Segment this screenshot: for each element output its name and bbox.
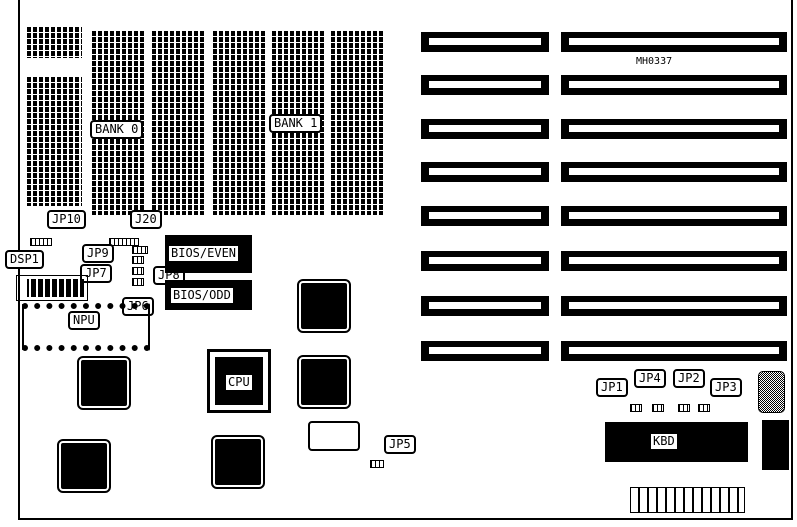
chip	[211, 435, 265, 489]
jumper-jp5[interactable]	[370, 460, 384, 468]
jumper-jp1[interactable]	[630, 404, 642, 412]
jp10-label: JP10	[47, 210, 86, 229]
cache-memory	[27, 76, 82, 206]
j20-label: J20	[130, 210, 162, 229]
dsp1-label: DSP1	[5, 250, 44, 269]
expansion-slot[interactable]	[561, 296, 787, 316]
jumper-jp6[interactable]	[132, 278, 144, 286]
expansion-slot[interactable]	[421, 296, 549, 316]
expansion-slot[interactable]	[421, 162, 549, 182]
expansion-slot[interactable]	[561, 206, 787, 226]
keyboard-connector[interactable]	[762, 420, 789, 470]
jp3-label: JP3	[710, 378, 742, 397]
jumper-jp2[interactable]	[678, 404, 690, 412]
bios-odd-chip: BIOS/ODD	[165, 280, 252, 310]
expansion-slot[interactable]	[561, 251, 787, 271]
expansion-slot[interactable]	[421, 32, 549, 52]
jumper-jp8[interactable]	[132, 256, 144, 264]
bank1-simm-3	[331, 30, 385, 215]
expansion-slot[interactable]	[421, 206, 549, 226]
bank0-simm-2	[152, 30, 206, 215]
bank1-label: BANK 1	[269, 114, 323, 133]
npu-label: NPU	[68, 311, 100, 330]
chip	[297, 355, 351, 409]
jp2-label: JP2	[673, 369, 705, 388]
bank1-simm-1	[213, 30, 267, 215]
jumper-jp9[interactable]	[132, 246, 148, 254]
jumper-j20[interactable]	[109, 238, 139, 246]
bank0-label: BANK 0	[90, 120, 144, 139]
oscillator	[308, 421, 360, 451]
keyboard-controller-chip: KBD	[605, 422, 748, 462]
expansion-slot[interactable]	[561, 119, 787, 139]
expansion-slot[interactable]	[421, 75, 549, 95]
chip	[297, 279, 351, 333]
cache-memory-small	[27, 26, 82, 58]
jp5-label: JP5	[384, 435, 416, 454]
jp1-label: JP1	[596, 378, 628, 397]
expansion-slot[interactable]	[421, 119, 549, 139]
expansion-slot[interactable]	[561, 341, 787, 361]
chip	[77, 356, 131, 410]
bios-odd-label: BIOS/ODD	[171, 288, 233, 303]
jp9-label: JP9	[82, 244, 114, 263]
display-dsp1	[16, 275, 88, 301]
jp4-label: JP4	[634, 369, 666, 388]
jumper-jp3[interactable]	[698, 404, 710, 412]
expansion-slot[interactable]	[421, 251, 549, 271]
cpu-label: CPU	[225, 374, 253, 391]
chip	[57, 439, 111, 493]
cpu-chip: CPU	[207, 349, 271, 413]
expansion-slot[interactable]	[561, 162, 787, 182]
jumper-jp10[interactable]	[30, 238, 52, 246]
model-number: MH0337	[636, 56, 673, 67]
jumper-jp4[interactable]	[652, 404, 664, 412]
expansion-slot[interactable]	[561, 32, 787, 52]
bios-even-label: BIOS/EVEN	[169, 246, 239, 261]
jumper-jp7[interactable]	[132, 267, 144, 275]
battery	[758, 371, 785, 413]
power-connector	[630, 487, 745, 513]
expansion-slot[interactable]	[561, 75, 787, 95]
npu-socket: NPU	[22, 303, 150, 351]
bios-even-chip: BIOS/EVEN	[165, 235, 252, 273]
expansion-slot[interactable]	[421, 341, 549, 361]
kbd-label: KBD	[651, 434, 677, 449]
